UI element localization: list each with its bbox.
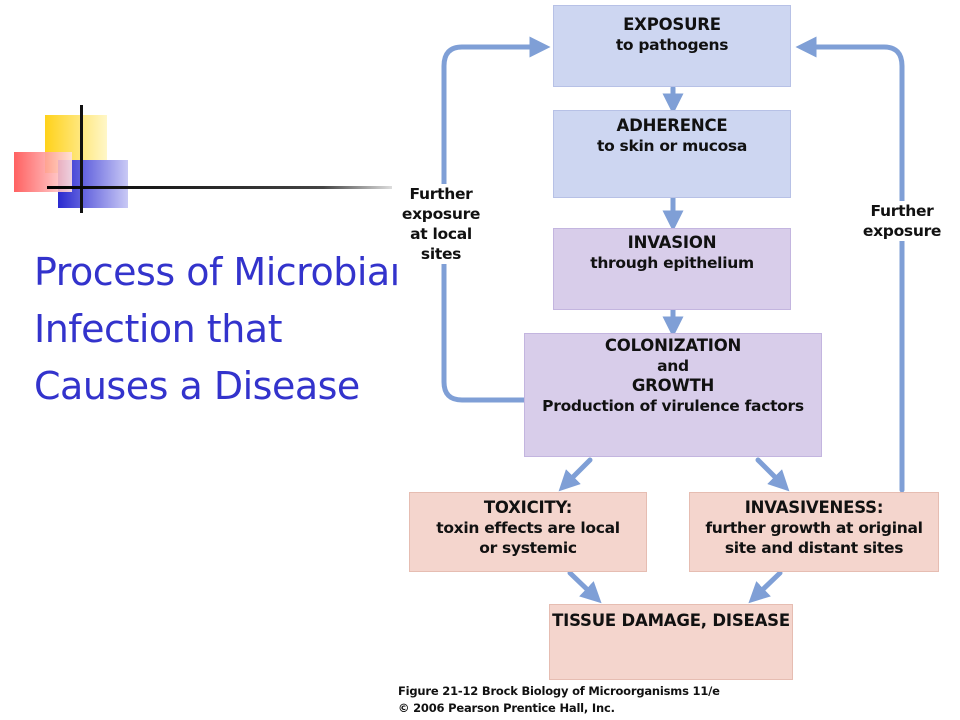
invasiveness-subtext-2: site and distant sites	[724, 539, 904, 557]
adherence-subtext: to skin or mucosa	[596, 137, 748, 155]
exposure-heading: EXPOSURE	[623, 15, 721, 34]
caption-line-1: Figure 21-12 Brock Biology of Microorgan…	[398, 684, 720, 698]
adherence-heading: ADHERENCE	[616, 116, 728, 135]
colonization-and: and	[657, 357, 689, 375]
arrow-invasiveness-to-damage	[748, 570, 783, 604]
exposure-box: EXPOSURE to pathogens	[553, 5, 791, 87]
arrow-to-invasiveness	[755, 457, 790, 492]
right-loop-label: Further exposure	[852, 201, 952, 241]
left-loop-line-4: sites	[420, 245, 462, 263]
invasiveness-heading: INVASIVENESS:	[744, 498, 884, 517]
toxicity-subtext-2: or systemic	[479, 539, 577, 557]
left-loop-line-3: at local	[410, 225, 472, 243]
invasiveness-subtext-1: further growth at original	[705, 519, 923, 537]
growth-heading: GROWTH	[631, 376, 715, 395]
invasion-heading: INVASION	[627, 233, 717, 252]
exposure-subtext: to pathogens	[615, 36, 729, 54]
adherence-box: ADHERENCE to skin or mucosa	[553, 110, 791, 198]
decorative-squares	[14, 105, 392, 213]
flow-arrows	[441, 36, 905, 604]
arrow-right-loop	[795, 36, 905, 493]
figure-caption: Figure 21-12 Brock Biology of Microorgan…	[398, 683, 720, 717]
right-loop-line-1: Further	[870, 202, 934, 220]
invasion-box: INVASION through epithelium	[553, 228, 791, 310]
colonization-subtext: Production of virulence factors	[542, 397, 804, 415]
slide-title: Process of Microbial Infection that Caus…	[34, 250, 400, 408]
arrow-to-toxicity	[558, 457, 593, 492]
toxicity-box: TOXICITY: toxin effects are local or sys…	[409, 492, 647, 572]
toxicity-heading: TOXICITY:	[483, 498, 573, 517]
colonization-heading: COLONIZATION	[604, 336, 742, 355]
right-loop-line-2: exposure	[862, 222, 942, 240]
left-loop-line-2: exposure	[401, 205, 481, 223]
invasiveness-box: INVASIVENESS: further growth at original…	[689, 492, 939, 572]
left-loop-line-1: Further	[409, 185, 473, 203]
arrow-toxicity-to-damage	[567, 570, 602, 604]
left-loop-label: Further exposure at local sites	[392, 184, 490, 264]
colonization-box: COLONIZATION and GROWTH Production of vi…	[524, 333, 822, 457]
tissue-damage-box: TISSUE DAMAGE, DISEASE	[549, 604, 793, 680]
toxicity-subtext-1: toxin effects are local	[436, 519, 620, 537]
caption-line-2: © 2006 Pearson Prentice Hall, Inc.	[398, 701, 615, 715]
tissue-damage-heading: TISSUE DAMAGE, DISEASE	[552, 611, 790, 630]
invasion-subtext: through epithelium	[590, 254, 754, 272]
